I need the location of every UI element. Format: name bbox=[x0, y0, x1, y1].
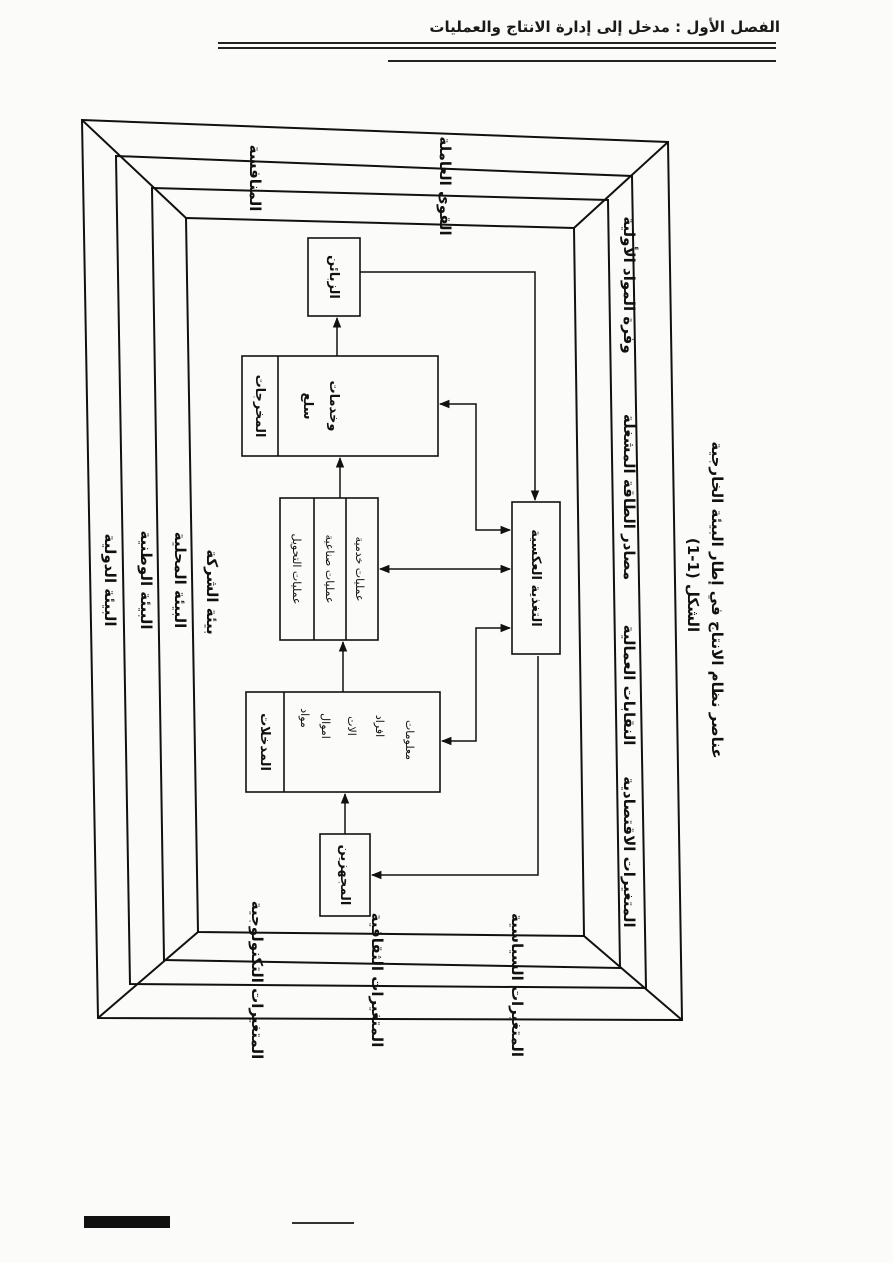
footer-page-bar bbox=[84, 1216, 170, 1228]
label-inputs-item-3: الات bbox=[345, 716, 358, 736]
label-company-environment: بيئة الشركة bbox=[203, 549, 221, 634]
arrow-feedback-inputs bbox=[440, 623, 512, 746]
label-international-environment: البيئة الدولية bbox=[101, 533, 119, 626]
label-processes-item-1: عمليات صناعية bbox=[323, 535, 336, 604]
header-rule-top bbox=[218, 42, 776, 44]
caption-text: عناصر نظام الانتاج في إطار البيئة الخارج… bbox=[708, 441, 726, 758]
label-inputs-title: المدخلات bbox=[257, 713, 272, 771]
label-raw-materials: وفرة المواد الأولية bbox=[620, 216, 638, 353]
arrow-feedback-outputs bbox=[438, 399, 512, 535]
transformation-processes-box bbox=[279, 497, 379, 641]
local-environment-frame bbox=[150, 186, 622, 970]
customers-box bbox=[307, 237, 361, 317]
label-outputs-item-2: وخدمات bbox=[326, 381, 341, 432]
arrow-customers-to-feedback bbox=[360, 271, 540, 502]
label-inputs-item-2: اموال bbox=[319, 713, 332, 739]
label-outputs-title: المخرجات bbox=[252, 375, 267, 438]
arrow-feedback-to-suppliers bbox=[370, 656, 539, 880]
footer-line bbox=[292, 1222, 354, 1224]
header-rule-bottom bbox=[388, 60, 776, 62]
label-national-environment: البيئة الوطنية bbox=[137, 530, 155, 629]
national-environment-frame bbox=[114, 154, 648, 990]
page-header: الفصل الأول : مدخل إلى إدارة الانتاج وال… bbox=[429, 18, 780, 36]
label-customers: الزبائن bbox=[326, 255, 341, 299]
label-cultural-variables: المتغيرات الثقافية bbox=[368, 913, 386, 1048]
label-labor-forces: القوى العاملة bbox=[436, 136, 454, 235]
header-rule-middle bbox=[218, 47, 776, 49]
label-outputs-item-1: سلع bbox=[300, 393, 315, 420]
label-inputs-item-5: معلومات bbox=[403, 720, 416, 760]
label-feedback: التغذية العكسية bbox=[528, 529, 543, 626]
label-suppliers: المجهزين bbox=[337, 845, 352, 906]
label-processes-title: عمليات التحويل bbox=[290, 534, 303, 605]
label-local-environment: البيئة المحلية bbox=[171, 532, 189, 628]
label-competition: المنافسة bbox=[246, 145, 264, 212]
label-processes-item-2: عمليات خدمية bbox=[353, 537, 366, 602]
label-political-variables: المتغيرات السياسية bbox=[508, 913, 526, 1057]
company-environment-frame bbox=[184, 216, 586, 938]
label-unions: النقابات العمالية bbox=[620, 625, 638, 746]
label-economic-variables: المتغيرات الاقتصادية bbox=[620, 776, 638, 927]
outputs-box bbox=[241, 355, 439, 457]
feedback-box bbox=[511, 501, 561, 655]
label-technological-variables: المتغيرات التكنولوجية bbox=[248, 901, 266, 1060]
caption-number: الشكل (1-1) bbox=[684, 538, 702, 632]
label-inputs-item-1: مواد bbox=[298, 708, 311, 728]
label-energy-sources: مصادر الطاقة المشغلة bbox=[620, 414, 638, 580]
label-inputs-item-4: افراد bbox=[373, 715, 386, 737]
